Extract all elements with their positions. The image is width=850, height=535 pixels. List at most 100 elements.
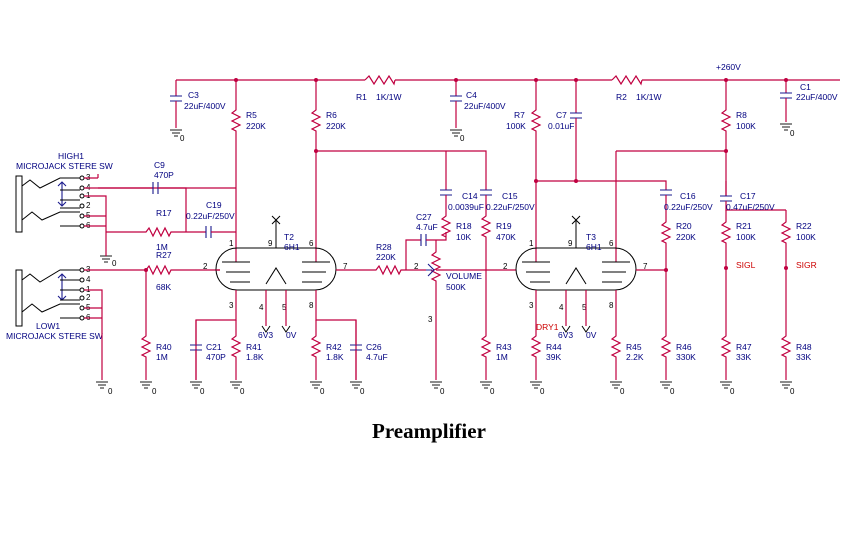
- svg-text:8: 8: [309, 301, 314, 310]
- svg-text:C14: C14: [462, 191, 478, 201]
- svg-text:1: 1: [229, 239, 234, 248]
- svg-text:R7: R7: [514, 110, 525, 120]
- svg-text:2: 2: [86, 293, 91, 302]
- svg-text:R17: R17: [156, 208, 172, 218]
- svg-text:0.0039uF: 0.0039uF: [448, 202, 484, 212]
- svg-text:C9: C9: [154, 160, 165, 170]
- svg-text:0: 0: [360, 387, 365, 396]
- svg-text:2: 2: [414, 262, 419, 271]
- svg-text:1M: 1M: [156, 352, 168, 362]
- svg-text:LOW1: LOW1: [36, 321, 60, 331]
- svg-text:T3: T3: [586, 232, 596, 242]
- svg-text:C16: C16: [680, 191, 696, 201]
- svg-text:C17: C17: [740, 191, 756, 201]
- svg-text:R18: R18: [456, 221, 472, 231]
- svg-text:C1: C1: [800, 82, 811, 92]
- svg-text:330K: 330K: [676, 352, 696, 362]
- r2-value: 1K/1W: [636, 92, 662, 102]
- svg-text:R46: R46: [676, 342, 692, 352]
- svg-text:0: 0: [180, 134, 185, 143]
- dry1-net-label: DRY1: [536, 322, 559, 332]
- svg-text:1.8K: 1.8K: [326, 352, 344, 362]
- tube-t2: T2 6H1 1 2 3 4 5 6 7 8 9 6V3 0V: [203, 215, 348, 340]
- volume-pot: VOLUME 500K 2 3 0: [414, 240, 516, 396]
- svg-text:MICROJACK STERE SW: MICROJACK STERE SW: [6, 331, 103, 341]
- cap-c7: C7 0.01uF: [548, 80, 582, 181]
- svg-text:0.47uF/250V: 0.47uF/250V: [726, 202, 775, 212]
- diagram-title: Preamplifier: [372, 419, 486, 443]
- c3-ref: C3: [188, 90, 199, 100]
- svg-text:8: 8: [609, 301, 614, 310]
- svg-text:HIGH1: HIGH1: [58, 151, 84, 161]
- svg-text:0: 0: [540, 387, 545, 396]
- svg-text:R28: R28: [376, 242, 392, 252]
- svg-text:39K: 39K: [546, 352, 561, 362]
- svg-text:R45: R45: [626, 342, 642, 352]
- svg-text:22uF/400V: 22uF/400V: [464, 101, 506, 111]
- svg-text:2.2K: 2.2K: [626, 352, 644, 362]
- svg-text:1.8K: 1.8K: [246, 352, 264, 362]
- svg-text:0: 0: [440, 387, 445, 396]
- svg-text:0: 0: [670, 387, 675, 396]
- svg-text:0.22uF/250V: 0.22uF/250V: [486, 202, 535, 212]
- r1-value: 1K/1W: [376, 92, 402, 102]
- svg-text:T2: T2: [284, 232, 294, 242]
- svg-text:R47: R47: [736, 342, 752, 352]
- svg-text:0.22uF/250V: 0.22uF/250V: [186, 211, 235, 221]
- filter-cap-c4: C4 22uF/400V 0: [449, 80, 506, 143]
- r1-ref: R1: [356, 92, 367, 102]
- svg-text:R21: R21: [736, 221, 752, 231]
- svg-text:33K: 33K: [736, 352, 751, 362]
- svg-text:0: 0: [108, 387, 113, 396]
- svg-text:C15: C15: [502, 191, 518, 201]
- svg-text:C19: C19: [206, 200, 222, 210]
- svg-text:1M: 1M: [496, 352, 508, 362]
- svg-text:R6: R6: [326, 110, 337, 120]
- svg-text:C7: C7: [556, 110, 567, 120]
- svg-text:R8: R8: [736, 110, 747, 120]
- svg-text:220K: 220K: [246, 121, 266, 131]
- svg-text:100K: 100K: [796, 232, 816, 242]
- svg-text:0V: 0V: [286, 330, 297, 340]
- r2-ref: R2: [616, 92, 627, 102]
- svg-text:2: 2: [503, 262, 508, 271]
- svg-text:4: 4: [559, 303, 564, 312]
- svg-text:4.7uF: 4.7uF: [366, 352, 388, 362]
- plate-resistors: R5 220K R6 220K R7 100K R8 100K: [230, 80, 756, 262]
- svg-text:0: 0: [152, 387, 157, 396]
- svg-text:R27: R27: [156, 250, 172, 260]
- svg-text:R22: R22: [796, 221, 812, 231]
- supply-rail: +260V: [176, 62, 840, 86]
- svg-text:0.22uF/250V: 0.22uF/250V: [664, 202, 713, 212]
- svg-text:6V3: 6V3: [258, 330, 273, 340]
- svg-text:0: 0: [620, 387, 625, 396]
- jack-low1: 3 4 1 2 5 6 LOW1 MICROJACK STERE SW: [6, 265, 103, 341]
- svg-text:2: 2: [203, 262, 208, 271]
- svg-text:220K: 220K: [326, 121, 346, 131]
- svg-text:0: 0: [730, 387, 735, 396]
- svg-text:7: 7: [643, 262, 648, 271]
- svg-text:C27: C27: [416, 212, 432, 222]
- svg-text:C26: C26: [366, 342, 382, 352]
- svg-text:470P: 470P: [206, 352, 226, 362]
- svg-text:0.01uF: 0.01uF: [548, 121, 574, 131]
- svg-text:0: 0: [790, 129, 795, 138]
- svg-text:0: 0: [200, 387, 205, 396]
- jack-high1: HIGH1 MICROJACK STERE SW 3 4 1 2 5 6: [15, 151, 113, 233]
- svg-text:4.7uF: 4.7uF: [416, 222, 438, 232]
- svg-text:470P: 470P: [154, 170, 174, 180]
- input-network: C9 470P R17 1M C19 0.22uF/250V: [98, 160, 236, 252]
- svg-text:0V: 0V: [586, 330, 597, 340]
- tube-t3: T3 6H1 1 2 3 4 5 6 7 8 9 6V3 0V: [503, 215, 648, 340]
- svg-text:0: 0: [460, 134, 465, 143]
- filter-cap-c1: C1 22uF/400V 0: [779, 80, 838, 138]
- svg-text:68K: 68K: [156, 282, 171, 292]
- svg-text:500K: 500K: [446, 282, 466, 292]
- svg-text:22uF/400V: 22uF/400V: [796, 92, 838, 102]
- svg-text:5: 5: [282, 303, 287, 312]
- filter-cap-c3: C3 22uF/400V 0: [169, 80, 226, 143]
- svg-text:VOLUME: VOLUME: [446, 271, 482, 281]
- svg-text:6V3: 6V3: [558, 330, 573, 340]
- svg-text:R19: R19: [496, 221, 512, 231]
